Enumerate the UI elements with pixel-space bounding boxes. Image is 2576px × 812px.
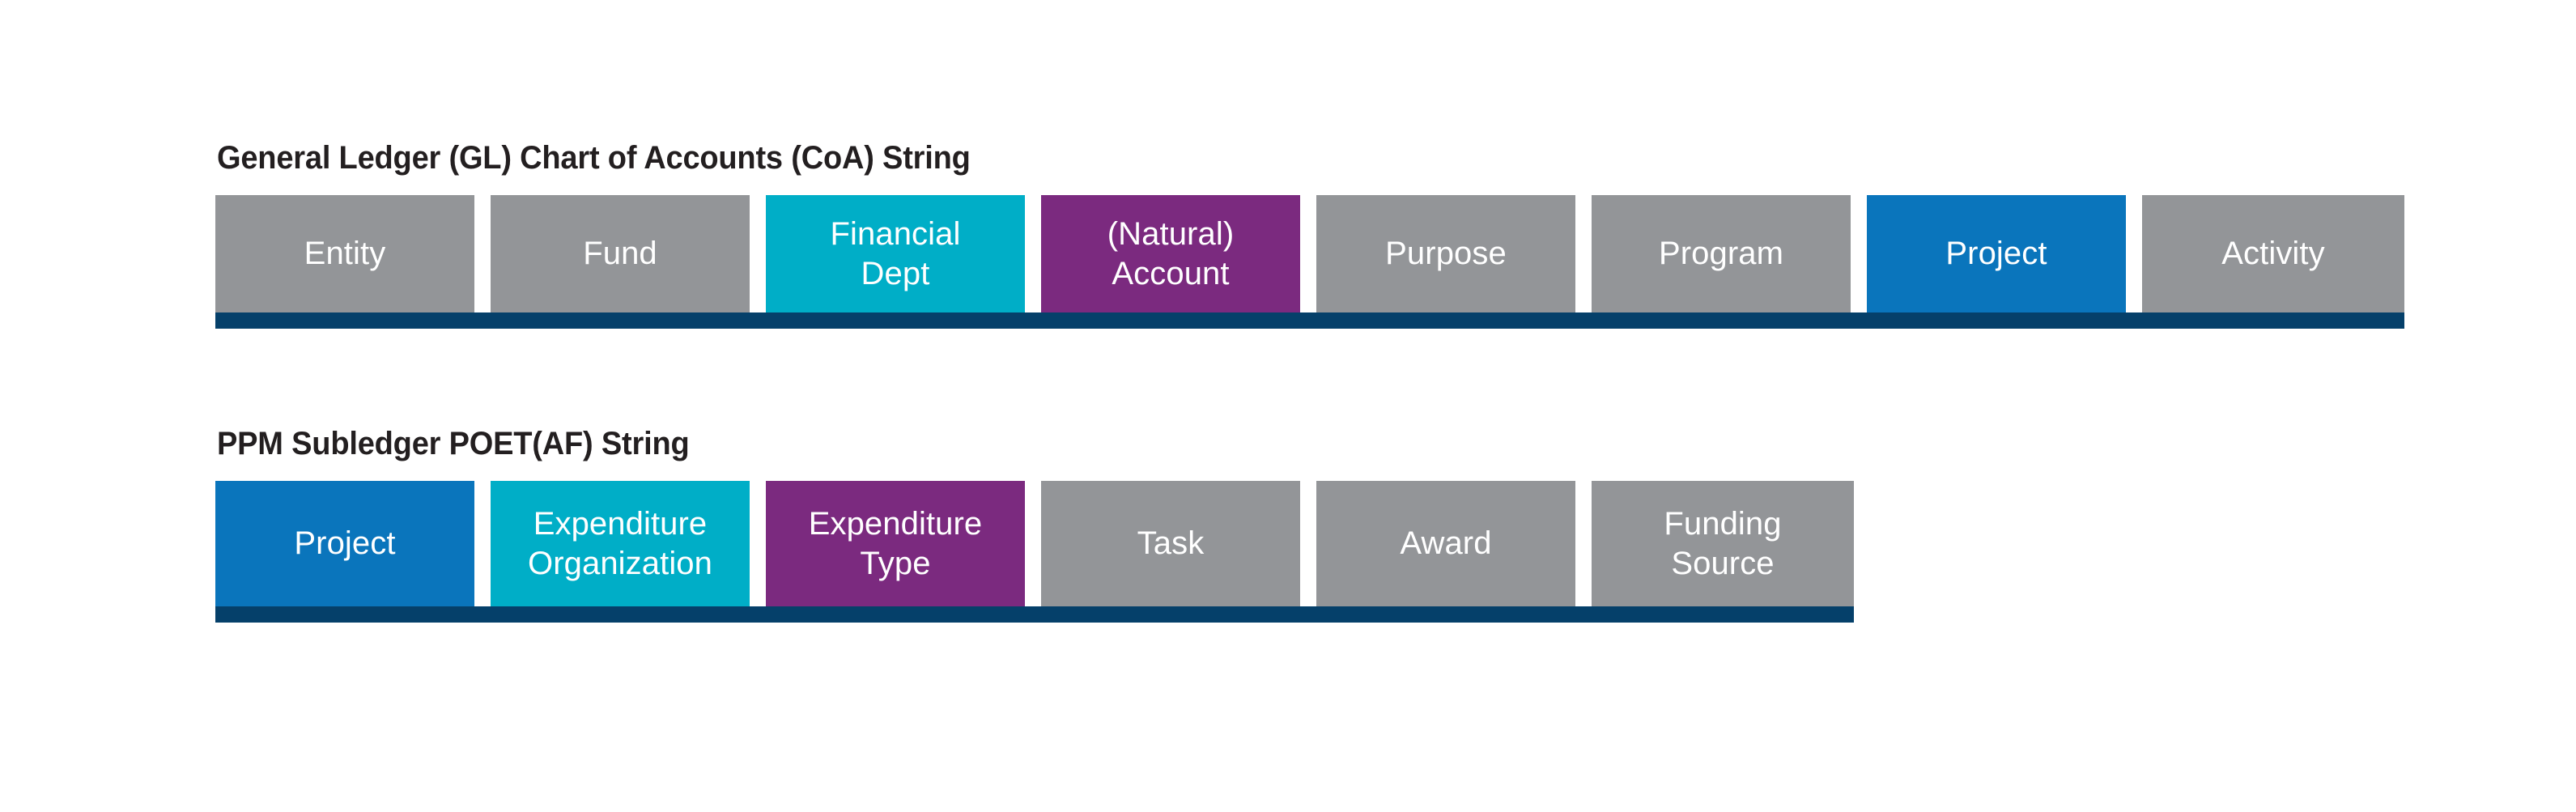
segment-label: Fund	[583, 236, 657, 272]
segment-label: Task	[1137, 525, 1205, 562]
segment-purpose[interactable]: Purpose	[1316, 195, 1575, 312]
segment-label: Program	[1658, 236, 1784, 272]
segment-label: Award	[1400, 525, 1492, 562]
ppm-poetaf-underline-bar	[215, 606, 1854, 623]
segment-label: Project	[294, 525, 396, 562]
segment-entity[interactable]: Entity	[215, 195, 474, 312]
segment-task[interactable]: Task	[1041, 481, 1300, 606]
ppm-poetaf-section-title: PPM Subledger POET(AF) String	[217, 426, 690, 461]
gl-coa-section: General Ledger (GL) Chart of Accounts (C…	[215, 140, 2404, 329]
segment-label: Purpose	[1385, 236, 1507, 272]
segment-program[interactable]: Program	[1592, 195, 1851, 312]
segment-award[interactable]: Award	[1316, 481, 1575, 606]
segment-label: Project	[1945, 236, 2047, 272]
segment-project[interactable]: Project	[215, 481, 474, 606]
gl-coa-section-title: General Ledger (GL) Chart of Accounts (C…	[217, 140, 971, 176]
segment-label: (Natural)Account	[1107, 215, 1235, 291]
segment-label: Entity	[304, 236, 386, 272]
gl-coa-underline-bar	[215, 312, 2404, 329]
segment-label: Activity	[2221, 236, 2325, 272]
segment-project[interactable]: Project	[1867, 195, 2126, 312]
segment-activity[interactable]: Activity	[2142, 195, 2404, 312]
ppm-poetaf-section: PPM Subledger POET(AF) String Project Exp…	[215, 426, 1854, 623]
segment-natural-account[interactable]: (Natural)Account	[1041, 195, 1300, 312]
segment-fund[interactable]: Fund	[491, 195, 750, 312]
